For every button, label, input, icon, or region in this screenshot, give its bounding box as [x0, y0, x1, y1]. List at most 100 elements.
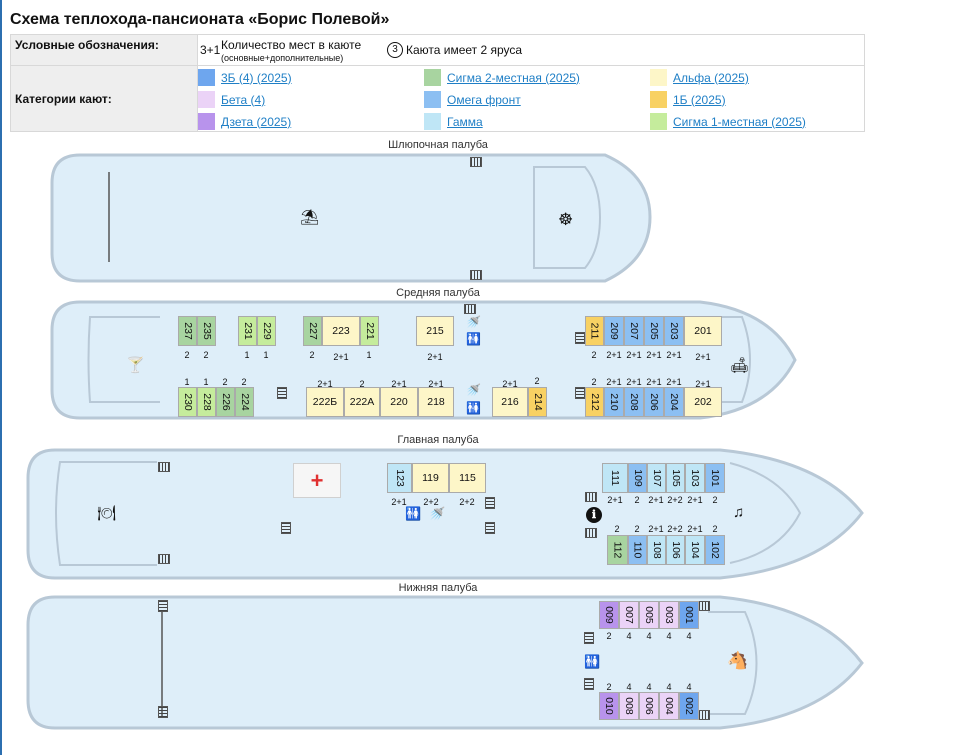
category-item[interactable]: Гамма [424, 113, 483, 130]
cabin-number: 228 [200, 393, 213, 411]
category-link[interactable]: 1Б (2025) [673, 92, 726, 107]
cabin-206[interactable]: 206 [644, 387, 664, 417]
cabin-number: 110 [631, 541, 644, 559]
cabin-210[interactable]: 210 [604, 387, 624, 417]
cabin-215[interactable]: 215 [416, 316, 454, 346]
cabin-224[interactable]: 224 [235, 387, 254, 417]
stairs-icon [585, 528, 597, 538]
cabin-226[interactable]: 226 [216, 387, 235, 417]
cabin-218[interactable]: 218 [418, 387, 454, 417]
cabin-107[interactable]: 107 [647, 463, 666, 493]
cabin-209[interactable]: 209 [604, 316, 624, 346]
cabin-222Б[interactable]: 222Б [306, 387, 344, 417]
category-item[interactable]: Омега фронт [424, 91, 521, 108]
cabin-221[interactable]: 221 [360, 316, 379, 346]
cabin-207[interactable]: 207 [624, 316, 644, 346]
cabin-number: 004 [663, 697, 675, 715]
category-item[interactable]: Бета (4) [198, 91, 265, 108]
cabin-201[interactable]: 201 [684, 316, 722, 346]
category-swatch [424, 113, 441, 130]
cabin-115[interactable]: 115 [449, 463, 486, 493]
cabin-010[interactable]: 010 [599, 692, 619, 720]
cabin-110[interactable]: 110 [628, 535, 647, 565]
category-link[interactable]: Сигма 2-местная (2025) [447, 70, 580, 85]
category-item[interactable]: 1Б (2025) [650, 91, 726, 108]
category-link[interactable]: 3Б (4) (2025) [221, 70, 292, 85]
cabin-number: 103 [689, 469, 701, 487]
cabin-number: 215 [426, 325, 444, 337]
category-item[interactable]: Альфа (2025) [650, 69, 749, 86]
cabin-102[interactable]: 102 [705, 535, 725, 565]
category-link[interactable]: Гамма [447, 114, 483, 129]
stairs-icon [485, 522, 495, 534]
cabin-004[interactable]: 004 [659, 692, 679, 720]
cabin-112[interactable]: 112 [607, 535, 628, 565]
cabin-227[interactable]: 227 [303, 316, 322, 346]
cabin-002[interactable]: 002 [679, 692, 699, 720]
cabin-211[interactable]: 211 [585, 316, 604, 346]
category-item[interactable]: Дзета (2025) [198, 113, 291, 130]
cabin-capacity: 2+1 [687, 524, 703, 534]
stairs-icon [584, 678, 594, 690]
cabin-105[interactable]: 105 [666, 463, 685, 493]
category-item[interactable]: Сигма 2-местная (2025) [424, 69, 580, 86]
cabin-number: 237 [181, 322, 194, 340]
cabin-230[interactable]: 230 [178, 387, 197, 417]
cabin-capacity: 1 [263, 350, 269, 360]
umbrella-icon: ⛱ [300, 209, 320, 226]
category-link[interactable]: Омега фронт [447, 92, 521, 107]
cabin-111[interactable]: 111 [602, 463, 628, 493]
cabin-220[interactable]: 220 [380, 387, 418, 417]
cabin-008[interactable]: 008 [619, 692, 639, 720]
category-item[interactable]: Сигма 1-местная (2025) [650, 113, 806, 130]
category-link[interactable]: Альфа (2025) [673, 70, 749, 85]
cabin-216[interactable]: 216 [492, 387, 528, 417]
cabin-101[interactable]: 101 [705, 463, 725, 493]
stairs-icon [470, 270, 482, 280]
cabin-number: 102 [709, 541, 721, 559]
cabin-006[interactable]: 006 [639, 692, 659, 720]
cabin-228[interactable]: 228 [197, 387, 216, 417]
cabin-212[interactable]: 212 [585, 387, 604, 417]
cabin-231[interactable]: 231 [238, 316, 257, 346]
cabin-capacity: 2+1 [428, 379, 444, 389]
cabin-number: 211 [588, 322, 601, 340]
category-link[interactable]: Бета (4) [221, 92, 266, 107]
cabin-number: 111 [609, 470, 621, 486]
cabin-103[interactable]: 103 [685, 463, 705, 493]
cabin-205[interactable]: 205 [644, 316, 664, 346]
cabin-123[interactable]: 123 [387, 463, 412, 493]
cabin-229[interactable]: 229 [257, 316, 276, 346]
cabin-003[interactable]: 003 [659, 601, 679, 629]
cabin-009[interactable]: 009 [599, 601, 619, 629]
cabin-202[interactable]: 202 [684, 387, 722, 417]
cabin-number: 226 [219, 393, 232, 411]
cabin-204[interactable]: 204 [664, 387, 684, 417]
cabin-214[interactable]: 214 [528, 387, 547, 417]
cabin-223[interactable]: 223 [322, 316, 360, 346]
category-item[interactable]: 3Б (4) (2025) [198, 69, 292, 86]
cabin-capacity: 2+1 [626, 350, 642, 360]
cabin-235[interactable]: 235 [197, 316, 216, 346]
cabin-222А[interactable]: 222А [344, 387, 380, 417]
cabin-237[interactable]: 237 [178, 316, 197, 346]
cabin-106[interactable]: 106 [666, 535, 685, 565]
cabin-007[interactable]: 007 [619, 601, 639, 629]
category-link[interactable]: Сигма 1-местная (2025) [673, 114, 806, 129]
cabin-number: 107 [650, 469, 663, 487]
cabin-number: 207 [628, 322, 640, 340]
cabin-number: 220 [390, 396, 408, 408]
cabin-108[interactable]: 108 [647, 535, 666, 565]
cabin-208[interactable]: 208 [624, 387, 644, 417]
cabin-number: 214 [531, 393, 544, 411]
category-link[interactable]: Дзета (2025) [221, 114, 292, 129]
cabin-capacity: 4 [666, 682, 672, 692]
cabin-001[interactable]: 001 [679, 601, 699, 629]
cabin-capacity: 2+1 [666, 350, 682, 360]
cabin-203[interactable]: 203 [664, 316, 684, 346]
cabin-119[interactable]: 119 [412, 463, 449, 493]
cabin-005[interactable]: 005 [639, 601, 659, 629]
cabin-109[interactable]: 109 [628, 463, 647, 493]
cabin-capacity: 2+1 [391, 497, 407, 507]
cabin-104[interactable]: 104 [685, 535, 705, 565]
